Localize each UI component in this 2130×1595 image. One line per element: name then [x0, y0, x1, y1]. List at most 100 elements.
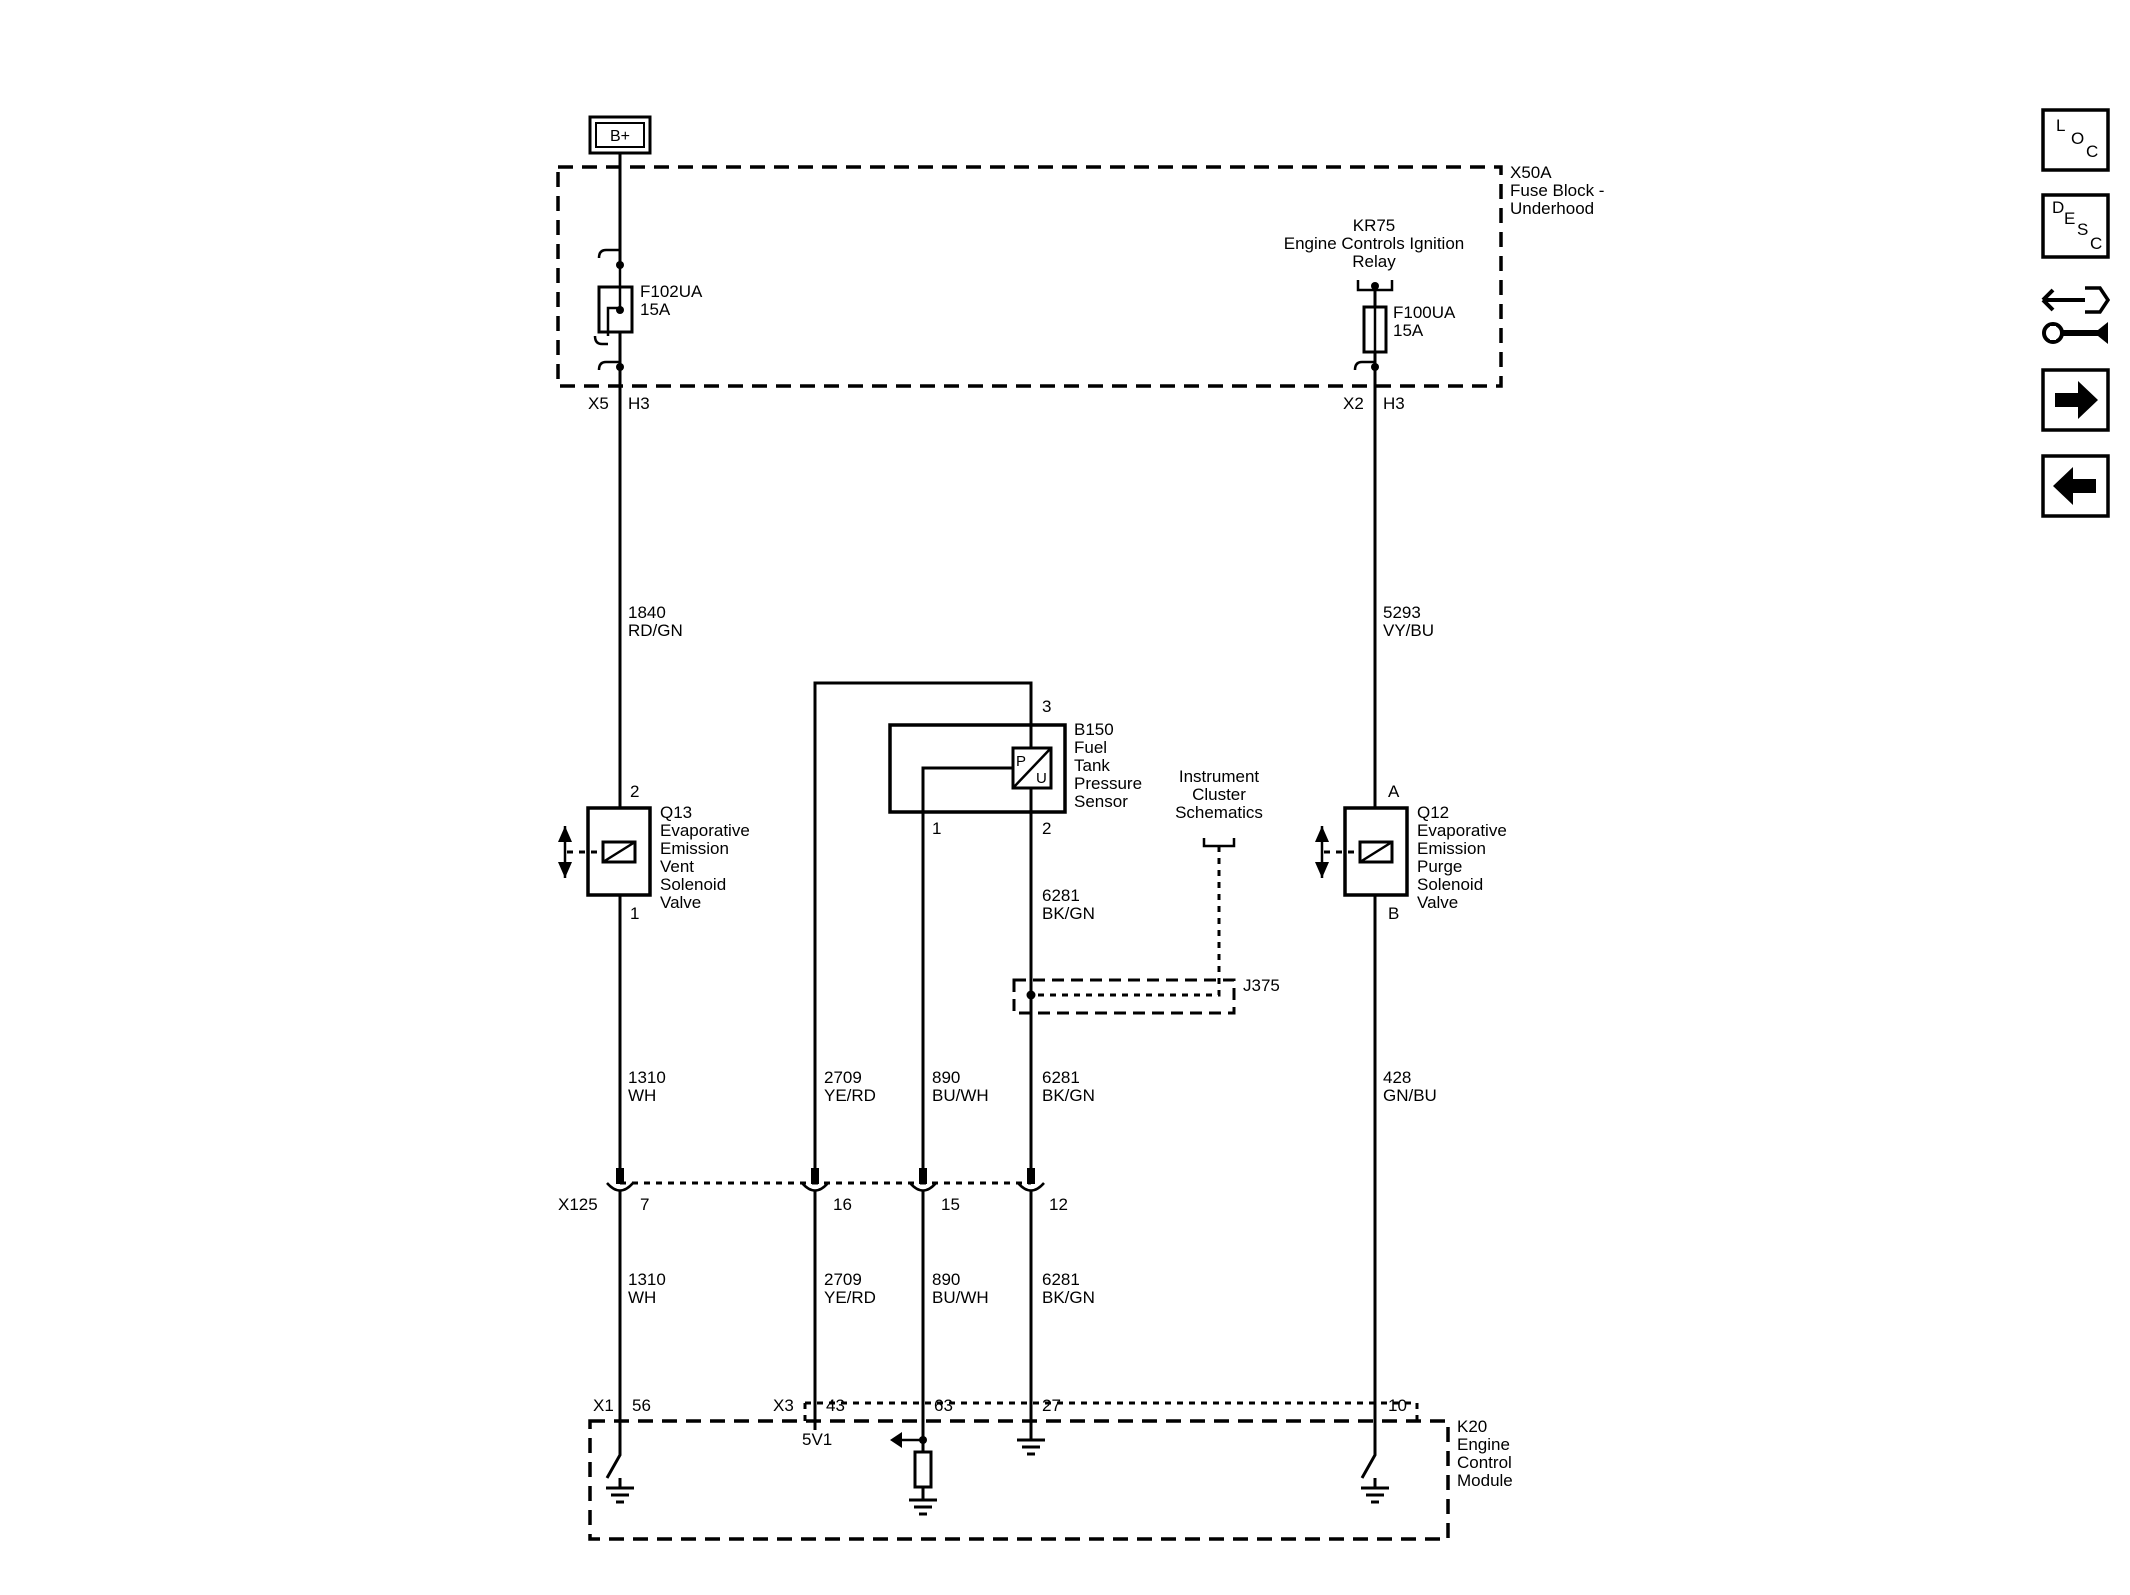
loc-letter: O — [2071, 129, 2084, 148]
q12-id: Q12 — [1417, 803, 1449, 822]
b150-line-4: Sensor — [1074, 792, 1128, 811]
ecm-line-1: Engine — [1457, 1435, 1510, 1454]
ecm-line-3: Module — [1457, 1471, 1513, 1490]
arrow-right-icon — [2055, 381, 2098, 419]
desc-letter: S — [2077, 220, 2088, 239]
instrument-cluster-line-2: Cluster — [1192, 785, 1246, 804]
splice-id: J375 — [1243, 976, 1280, 995]
fuse-right-connector: X2 — [1343, 394, 1364, 413]
fuse-f100ua — [1353, 280, 1394, 371]
mid-wire-color: YE/RD — [824, 1086, 876, 1105]
q12-pin-bottom: B — [1388, 904, 1399, 923]
instrument-cluster-line-3: Schematics — [1175, 803, 1263, 822]
relay-name-1: Engine Controls Ignition — [1284, 234, 1465, 253]
q13-line-4: Solenoid — [660, 875, 726, 894]
low-wire-color: YE/RD — [824, 1288, 876, 1307]
solenoid-q13 — [558, 806, 652, 897]
q12-line-3: Purge — [1417, 857, 1462, 876]
connector-x125 — [606, 1168, 1045, 1425]
mid-wire-circuit: 890 — [932, 1068, 960, 1087]
ecm-k20 — [588, 1178, 1450, 1541]
wire-6281-top-circuit: 6281 — [1042, 886, 1080, 905]
mid-wire-color: BU/WH — [932, 1086, 989, 1105]
q13-pin-top: 2 — [630, 782, 639, 801]
ecm-pin-63: 63 — [934, 1396, 953, 1415]
ecm-pin-10: 10 — [1388, 1396, 1407, 1415]
q12-pin-top: A — [1388, 782, 1400, 801]
fuse-f102ua — [593, 153, 634, 371]
diagnostic-wrench-icon[interactable] — [2041, 286, 2111, 344]
q13-line-2: Emission — [660, 839, 729, 858]
q12-line-2: Emission — [1417, 839, 1486, 858]
previous-page-button[interactable] — [2041, 454, 2110, 518]
fuse-block-id: X50A — [1510, 163, 1552, 182]
ecm-line-2: Control — [1457, 1453, 1512, 1472]
mid-wire-circuit: 1310 — [628, 1068, 666, 1087]
wire-5293-circuit: 5293 — [1383, 603, 1421, 622]
fuse-left-rating: 15A — [640, 300, 671, 319]
q13-line-1: Evaporative — [660, 821, 750, 840]
relay-name-2: Relay — [1352, 252, 1396, 271]
mid-wire-circuit: 428 — [1383, 1068, 1411, 1087]
ecm-connector-x1: X1 — [593, 1396, 614, 1415]
fuse-left-connector: X5 — [588, 394, 609, 413]
x125-pin: 15 — [941, 1195, 960, 1214]
q13-id: Q13 — [660, 803, 692, 822]
low-wire-color: WH — [628, 1288, 656, 1307]
mid-wire-color: BK/GN — [1042, 1086, 1095, 1105]
q13-line-5: Valve — [660, 893, 701, 912]
fuse-left-id: F102UA — [640, 282, 703, 301]
b150-pin-1: 1 — [932, 819, 941, 838]
b150-pin-2: 2 — [1042, 819, 1051, 838]
fuse-left-pin: H3 — [628, 394, 650, 413]
ecm-5v-reference: 5V1 — [802, 1430, 832, 1449]
fuse-block-name-1: Fuse Block - — [1510, 181, 1604, 200]
low-wire-color: BU/WH — [932, 1288, 989, 1307]
sensor-b150 — [813, 681, 1067, 1178]
x125-pin: 12 — [1049, 1195, 1068, 1214]
loc-button[interactable]: L O C — [2041, 108, 2110, 172]
fuse-block-outline — [556, 165, 1503, 388]
b150-line-2: Tank — [1074, 756, 1110, 775]
ecm-connector-x3: X3 — [773, 1396, 794, 1415]
ecm-pin-43: 43 — [826, 1396, 845, 1415]
fuse-right-rating: 15A — [1393, 321, 1424, 340]
mid-wire-color: WH — [628, 1086, 656, 1105]
wire-6281-top-color: BK/GN — [1042, 904, 1095, 923]
mid-wire-circuit: 2709 — [824, 1068, 862, 1087]
relay-id: KR75 — [1353, 216, 1396, 235]
q12-line-4: Solenoid — [1417, 875, 1483, 894]
loc-letter: L — [2056, 116, 2065, 135]
battery-label: B+ — [610, 128, 630, 145]
wire-1840-color: RD/GN — [628, 621, 683, 640]
splice-j375 — [1012, 838, 1236, 1015]
low-wire-circuit: 890 — [932, 1270, 960, 1289]
b150-line-1: Fuel — [1074, 738, 1107, 757]
b150-symbol-p: P — [1016, 753, 1026, 770]
fuse-right-pin: H3 — [1383, 394, 1405, 413]
mid-wire-color: GN/BU — [1383, 1086, 1437, 1105]
b150-line-3: Pressure — [1074, 774, 1142, 793]
b150-symbol-u: U — [1036, 770, 1047, 787]
x125-pin: 7 — [640, 1195, 649, 1214]
x125-pin: 16 — [833, 1195, 852, 1214]
low-wire-circuit: 2709 — [824, 1270, 862, 1289]
wire-5293-color: VY/BU — [1383, 621, 1434, 640]
q13-line-3: Vent — [660, 857, 694, 876]
solenoid-q12 — [1315, 806, 1409, 897]
mid-wire-circuit: 6281 — [1042, 1068, 1080, 1087]
b150-pin-3: 3 — [1042, 697, 1051, 716]
wire-labels-lower: 1310 WH 2709 YE/RD 890 BU/WH 6281 BK/GN — [628, 1270, 1095, 1307]
desc-letter: D — [2052, 198, 2064, 217]
fuse-block-name-2: Underhood — [1510, 199, 1594, 218]
instrument-cluster-line-1: Instrument — [1179, 767, 1260, 786]
battery-terminal: B+ — [588, 115, 652, 155]
q12-line-5: Valve — [1417, 893, 1458, 912]
arrow-left-icon — [2053, 467, 2096, 505]
ecm-pin-56: 56 — [632, 1396, 651, 1415]
desc-button[interactable]: D E S C — [2041, 193, 2110, 259]
ecm-pin-27: 27 — [1042, 1396, 1061, 1415]
next-page-button[interactable] — [2041, 368, 2110, 432]
q13-pin-bottom: 1 — [630, 904, 639, 923]
